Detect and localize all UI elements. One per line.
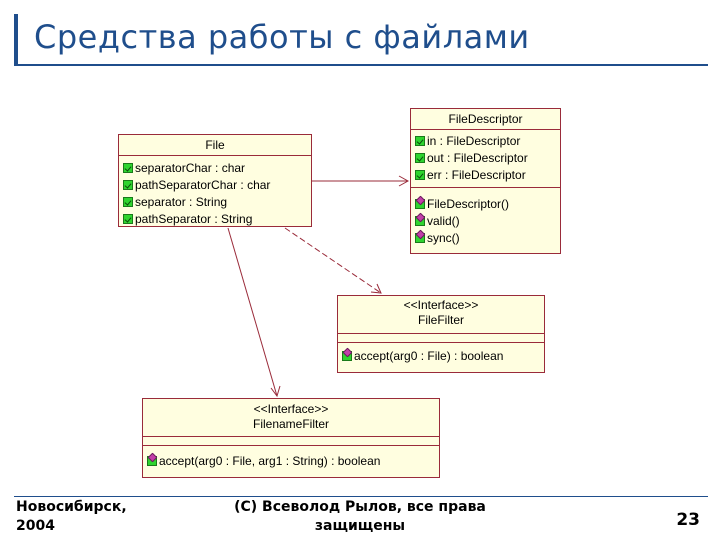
class-file: File separatorChar : char pathSeparatorC… [118,134,312,227]
attribute-label: separatorChar : char [135,160,246,175]
attribute-icon [123,162,133,173]
attribute-icon [415,169,425,180]
operation-label: FileDescriptor() [427,196,510,211]
operation-icon [415,232,425,243]
operation-label: sync() [427,230,460,245]
stereotype-label: <<Interface>> [403,298,479,312]
attribute-row: separator : String [119,193,311,210]
operation-row: accept(arg0 : File, arg1 : String) : boo… [143,452,439,469]
attribute-label: separator : String [135,194,228,209]
attribute-label: pathSeparatorChar : char [135,177,271,192]
file-to-filefilter-arrowhead [370,283,382,294]
operation-row: sync() [411,229,560,246]
attribute-row: pathSeparator : String [119,210,311,227]
attribute-label: in : FileDescriptor [427,133,521,148]
footer-rule [14,496,708,497]
attribute-label: out : FileDescriptor [427,150,528,165]
slide-title: Средства работы с файлами [34,18,530,56]
file-to-filenamefilter-arrowhead [270,385,281,398]
attribute-icon [415,135,425,146]
attribute-icon [123,179,133,190]
page-number: 23 [676,510,700,530]
class-name: FilenameFilter [252,417,330,431]
footer-location: Новосибирск, 2004 [16,499,127,534]
operation-label: accept(arg0 : File, arg1 : String) : boo… [159,453,381,468]
attributes-section: in : FileDescriptor out : FileDescriptor… [411,130,560,188]
operation-label: valid() [427,213,460,228]
attribute-icon [415,152,425,163]
class-filedescriptor: FileDescriptor in : FileDescriptor out :… [410,108,561,254]
class-file-header: File [119,135,311,156]
interface-filenamefilter-header: <<Interface>> FilenameFilter [143,399,439,437]
class-name: FileDescriptor [448,112,523,126]
operation-icon [147,455,157,466]
operation-row: FileDescriptor() [411,195,560,212]
attribute-icon [123,213,133,224]
interface-filenamefilter: <<Interface>> FilenameFilter accept(arg0… [142,398,440,478]
operations-section: accept(arg0 : File, arg1 : String) : boo… [143,446,439,469]
class-name: FileFilter [417,313,464,327]
file-to-filefilter-line [284,227,382,294]
attribute-row: pathSeparatorChar : char [119,176,311,193]
attribute-row: out : FileDescriptor [411,149,560,166]
operation-row: accept(arg0 : File) : boolean [338,347,544,364]
attributes-section [338,334,544,343]
attribute-row: in : FileDescriptor [411,132,560,149]
operation-label: accept(arg0 : File) : boolean [354,348,504,363]
class-name: File [205,138,225,152]
title-accent-bar [14,14,18,64]
stereotype-label: <<Interface>> [253,402,329,416]
file-to-filedescriptor-arrowhead [398,175,410,187]
operation-row: valid() [411,212,560,229]
attributes-section [143,437,439,446]
attribute-label: err : FileDescriptor [427,167,526,182]
operation-icon [415,198,425,209]
class-filedescriptor-header: FileDescriptor [411,109,560,130]
file-to-filenamefilter-line [227,227,278,397]
interface-filefilter: <<Interface>> FileFilter accept(arg0 : F… [337,295,545,373]
operation-icon [415,215,425,226]
title-rule [14,64,708,66]
attribute-row: separatorChar : char [119,159,311,176]
operations-section: accept(arg0 : File) : boolean [338,343,544,364]
operations-section: FileDescriptor() valid() sync() [411,188,560,246]
attribute-icon [123,196,133,207]
attribute-row: err : FileDescriptor [411,166,560,183]
footer-copyright: (C) Всеволод Рылов, все права защищены [234,499,486,534]
operation-icon [342,350,352,361]
attribute-label: pathSeparator : String [135,211,253,226]
attributes-section: separatorChar : char pathSeparatorChar :… [119,156,311,227]
interface-filefilter-header: <<Interface>> FileFilter [338,296,544,334]
